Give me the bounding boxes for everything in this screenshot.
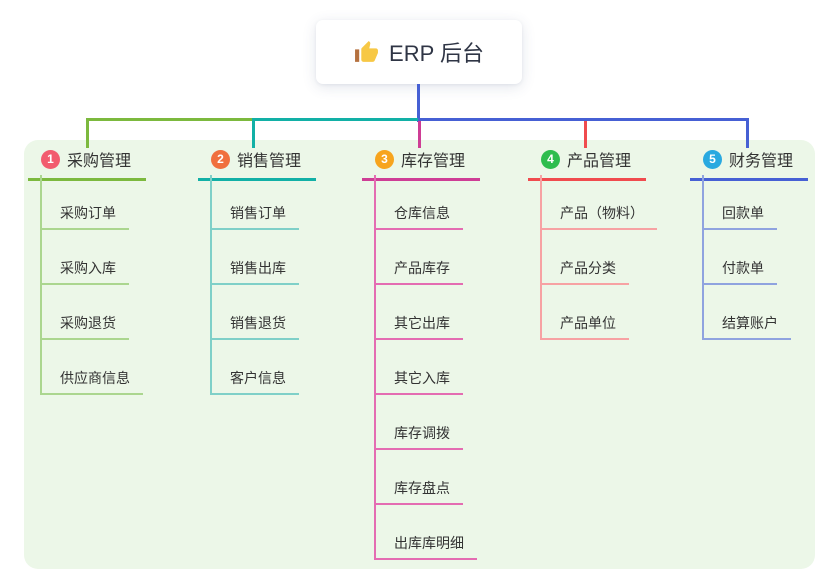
leaf-label: 销售退货 <box>230 315 286 331</box>
leaf-node[interactable]: 其它出库 <box>376 285 463 340</box>
leaf-label: 回款单 <box>722 205 764 221</box>
branch-number-badge: 5 <box>703 149 722 169</box>
branch-number-badge: 2 <box>211 149 230 169</box>
leaf-label: 出库库明细 <box>394 535 464 551</box>
branch-stub-line <box>252 118 255 148</box>
leaf-label: 采购入库 <box>60 260 116 276</box>
root-node[interactable]: ERP 后台 <box>316 20 522 84</box>
leaf-label: 库存盘点 <box>394 480 450 496</box>
leaf-label: 其它入库 <box>394 370 450 386</box>
leaf-node[interactable]: 产品库存 <box>376 230 463 285</box>
leaf-label: 产品（物料） <box>560 205 644 221</box>
leaf-label: 客户信息 <box>230 370 286 386</box>
branch-stub-line <box>86 118 89 148</box>
leaf-node[interactable]: 结算账户 <box>704 285 791 340</box>
branch-title: 销售管理 <box>237 153 302 170</box>
branch-leaves-group: 仓库信息产品库存其它出库其它入库库存调拨库存盘点出库库明细 <box>374 175 477 560</box>
branch-number-badge: 3 <box>375 149 394 169</box>
branch-title: 库存管理 <box>401 153 466 170</box>
branch-title: 产品管理 <box>567 153 632 170</box>
leaf-node[interactable]: 采购退货 <box>42 285 129 340</box>
leaf-node[interactable]: 客户信息 <box>212 340 299 395</box>
leaf-node[interactable]: 库存调拨 <box>376 395 463 450</box>
leaf-node[interactable]: 销售订单 <box>212 175 299 230</box>
leaf-label: 库存调拨 <box>394 425 450 441</box>
leaf-label: 产品库存 <box>394 260 450 276</box>
leaf-node[interactable]: 供应商信息 <box>42 340 143 395</box>
leaf-label: 采购订单 <box>60 205 116 221</box>
branch-node[interactable]: 4 产品管理 <box>528 147 646 181</box>
leaf-label: 仓库信息 <box>394 205 450 221</box>
leaf-label: 供应商信息 <box>60 370 130 386</box>
branch-title: 采购管理 <box>67 153 132 170</box>
branch-leaves-group: 销售订单销售出库销售退货客户信息 <box>210 175 299 395</box>
leaf-label: 销售出库 <box>230 260 286 276</box>
root-connector-line <box>417 84 420 122</box>
leaf-label: 付款单 <box>722 260 764 276</box>
leaf-node[interactable]: 付款单 <box>704 230 777 285</box>
leaf-node[interactable]: 采购订单 <box>42 175 129 230</box>
leaf-label: 采购退货 <box>60 315 116 331</box>
branch-stub-line <box>746 118 749 148</box>
leaf-node[interactable]: 产品分类 <box>542 230 629 285</box>
branch-connector-segment <box>252 118 420 121</box>
branch-node[interactable]: 1 采购管理 <box>28 147 146 181</box>
branch-node[interactable]: 3 库存管理 <box>362 147 480 181</box>
leaf-node[interactable]: 其它入库 <box>376 340 463 395</box>
leaf-label: 产品单位 <box>560 315 616 331</box>
branch-number-badge: 4 <box>541 149 560 169</box>
leaf-label: 结算账户 <box>722 315 778 331</box>
branches-background-panel <box>24 140 815 569</box>
branch-leaves-group: 回款单付款单结算账户 <box>702 175 791 340</box>
branch-leaves-group: 产品（物料） 产品分类产品单位 <box>540 175 657 340</box>
leaf-node[interactable]: 出库库明细 <box>376 505 477 560</box>
branch-stub-line <box>418 118 421 148</box>
branch-leaves-group: 采购订单采购入库采购退货供应商信息 <box>40 175 143 395</box>
branch-stub-line <box>584 118 587 148</box>
leaf-label: 其它出库 <box>394 315 450 331</box>
branch-node[interactable]: 2 销售管理 <box>198 147 316 181</box>
branch-number-badge: 1 <box>41 149 60 169</box>
branch-title: 财务管理 <box>729 153 794 170</box>
leaf-node[interactable]: 采购入库 <box>42 230 129 285</box>
thumbs-up-icon <box>355 40 378 62</box>
leaf-node[interactable]: 产品单位 <box>542 285 629 340</box>
branch-node[interactable]: 5 财务管理 <box>690 147 808 181</box>
leaf-label: 销售订单 <box>230 205 286 221</box>
leaf-node[interactable]: 销售出库 <box>212 230 299 285</box>
leaf-node[interactable]: 库存盘点 <box>376 450 463 505</box>
leaf-node[interactable]: 仓库信息 <box>376 175 463 230</box>
branch-connector-segment <box>418 118 748 121</box>
root-title: ERP 后台 <box>389 41 484 66</box>
leaf-node[interactable]: 产品（物料） <box>542 175 657 230</box>
leaf-node[interactable]: 回款单 <box>704 175 777 230</box>
leaf-node[interactable]: 销售退货 <box>212 285 299 340</box>
branch-connector-segment <box>86 118 254 121</box>
leaf-label: 产品分类 <box>560 260 616 276</box>
